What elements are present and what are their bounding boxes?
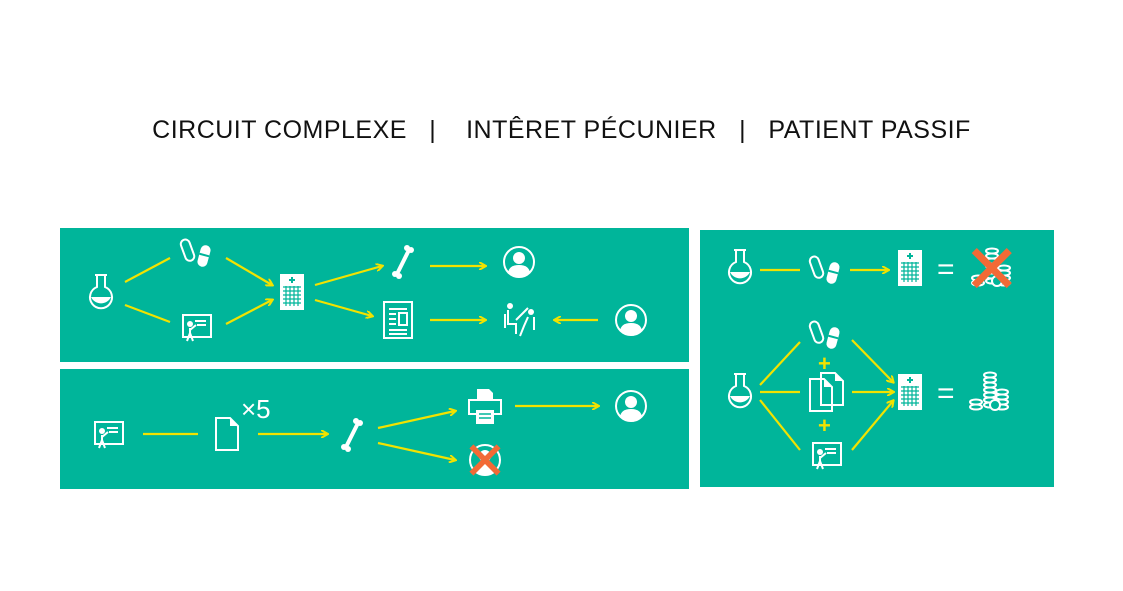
connector (124, 257, 171, 283)
flask-icon (728, 249, 752, 285)
page-title: CIRCUIT COMPLEXE | INTÊRET PÉCUNIER | PA… (0, 116, 1123, 145)
user-icon (615, 390, 647, 423)
bone-icon (390, 243, 416, 281)
document-icon (383, 301, 413, 339)
panel-passive-patient (60, 369, 689, 489)
hospital-icon (897, 373, 923, 411)
connector (124, 303, 171, 324)
teacher-icon (182, 314, 212, 342)
meeting-icon (504, 302, 535, 337)
hospital-icon (279, 273, 305, 311)
arrow (851, 339, 893, 382)
plus-sign: + (818, 413, 831, 438)
equals-sign: = (937, 253, 955, 286)
file-icon (215, 417, 239, 451)
pills-icon (807, 254, 842, 286)
arrow (377, 441, 455, 460)
arrow (377, 411, 455, 430)
flask-icon (89, 274, 113, 310)
connector (759, 341, 801, 386)
arrow (314, 266, 382, 287)
title-separator: | (429, 116, 437, 144)
multiplier-label: ×5 (241, 394, 271, 424)
coins-icon (969, 371, 1009, 411)
printer-icon (468, 388, 502, 425)
teacher-icon (94, 421, 124, 449)
title-pecuniary-interest: INTÊRET PÉCUNIER (466, 116, 717, 144)
title-separator: | (739, 116, 747, 144)
equals-sign: = (937, 377, 955, 410)
plus-sign: + (818, 351, 831, 376)
title-complex-circuit: CIRCUIT COMPLEXE (152, 116, 407, 144)
flask-icon (728, 373, 752, 409)
title-passive-patient: PATIENT PASSIF (768, 116, 971, 144)
arrow (225, 300, 272, 325)
hospital-icon (897, 249, 923, 287)
complex-circuit-connectors (124, 257, 598, 325)
pills-icon (807, 319, 842, 351)
connector (759, 399, 801, 451)
arrow (225, 257, 272, 285)
arrow (851, 401, 893, 451)
teacher-icon (812, 442, 842, 470)
user-icon (503, 246, 535, 279)
bone-icon (339, 416, 365, 454)
pills-icon (178, 237, 213, 269)
arrow (314, 298, 372, 316)
panel-complex-circuit (60, 228, 689, 362)
user-icon (615, 304, 647, 337)
